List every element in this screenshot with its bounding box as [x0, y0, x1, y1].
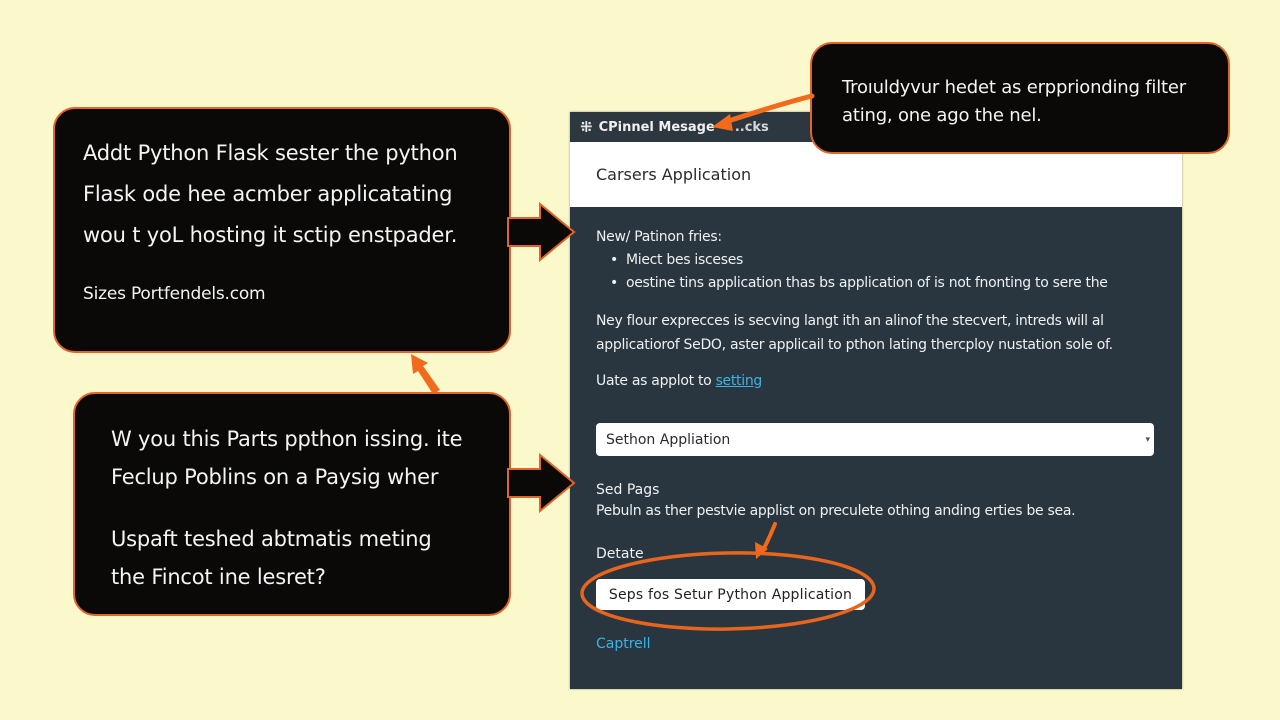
bullet-list: Miect bes isceses oestine tins applicati…: [596, 249, 1156, 295]
description-line: applicatiorof SeDO, aster applicail to p…: [596, 337, 1113, 353]
callout-top-right: Troıuldyvur hedet as erpprionding filter…: [810, 42, 1230, 154]
titlebar-extra: ..cks: [734, 119, 769, 135]
callout-text-line: Feclup Poblins on a Paysig wher: [111, 465, 439, 489]
cancel-link[interactable]: Captrell: [596, 636, 651, 652]
setting-link[interactable]: setting: [715, 373, 763, 389]
primary-button-wrap: Seps fos Setur Python Application: [596, 579, 1156, 613]
content-area: New/ Patinon fries: Miect bes isceses oe…: [570, 207, 1182, 652]
list-item: oestine tins application thas bs applica…: [610, 272, 1156, 295]
setup-python-application-button[interactable]: Seps fos Setur Python Application: [596, 579, 865, 610]
arrow-right-icon: [507, 201, 576, 263]
chevron-down-icon: ▾: [1145, 434, 1150, 445]
list-item: Miect bes isceses: [610, 249, 1156, 272]
callout-text-line: Addt Python Flask sester the python: [83, 141, 458, 165]
update-line: Uate as applot to setting: [596, 369, 1156, 393]
callout-text-line: Troıuldyvur hedet as erpprionding filter: [842, 77, 1186, 98]
callout-text-line: Uspaft teshed abtmatis meting: [111, 527, 432, 551]
arrow-right-icon: [507, 452, 576, 514]
detail-label: Detate: [596, 546, 644, 562]
callout-footer: Sizes Portfendels.com: [83, 284, 266, 304]
callout-text-line: Flask ode hee acmber applicatating: [83, 182, 453, 206]
section-description: Pebuln as ther pestvie applist on precul…: [596, 503, 1076, 519]
select-value: Sethon Appliation: [606, 431, 731, 448]
description-line: Ney flour exprecces is secving langt ith…: [596, 313, 1104, 329]
application-select[interactable]: Sethon Appliation ▾: [596, 423, 1154, 456]
page-title: Carsers Application: [596, 165, 752, 184]
pin-icon: ⁜: [580, 118, 593, 136]
callout-text-line: wou t yoL hosting it sctip enstpader.: [83, 223, 458, 247]
callout-top-left: Addt Python Flask sester the python Flas…: [53, 107, 511, 353]
callout-text-line: the Fincot ine lesret?: [111, 565, 326, 589]
app-window: ⁜ CPinnel Mesage ..cks Carsers Applicati…: [570, 112, 1182, 689]
section-title: Sed Pags: [596, 482, 660, 498]
titlebar-title: CPinnel Mesage: [598, 119, 715, 135]
arrow-up-icon: [411, 354, 440, 394]
callout-text-line: W you this Parts ppthon issing. ite: [111, 427, 463, 451]
callout-bottom-left: W you this Parts ppthon issing. ite Fecl…: [73, 392, 511, 616]
callout-text-line: ating, one ago the nel.: [842, 105, 1042, 126]
update-text: Uate as applot to: [596, 373, 716, 389]
intro-label: New/ Patinon fries:: [596, 229, 722, 245]
